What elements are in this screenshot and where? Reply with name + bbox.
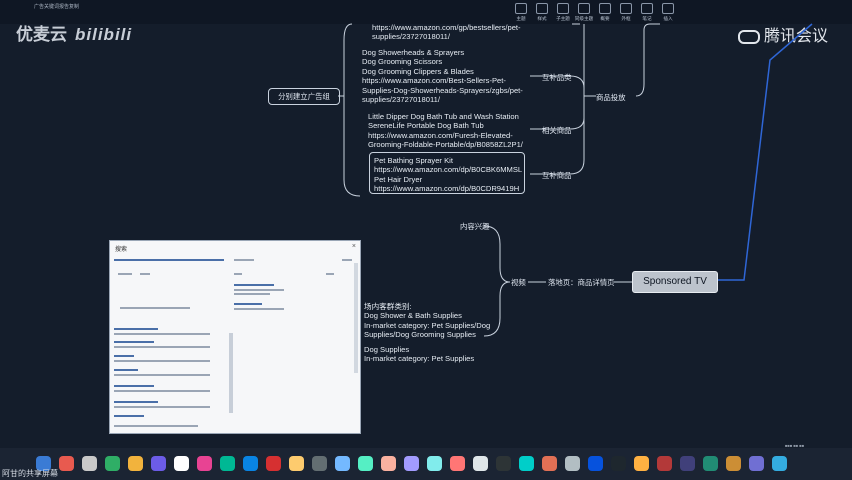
app-icon[interactable] xyxy=(151,456,166,471)
complement-products-block[interactable]: Pet Bathing Sprayer Kit https://www.amaz… xyxy=(369,152,525,194)
top-url-block: https://www.amazon.com/gp/bestsellers/pe… xyxy=(372,23,521,42)
app-icon[interactable] xyxy=(542,456,557,471)
note-icon xyxy=(641,3,653,14)
app-icon[interactable] xyxy=(105,456,120,471)
toolbar-sibling-button[interactable]: 同级主题 xyxy=(573,3,595,22)
app-icon[interactable] xyxy=(496,456,511,471)
toolbar-topic-button[interactable]: 主题 xyxy=(510,3,532,22)
video-node[interactable]: 视频 xyxy=(511,278,526,287)
product-placement-node[interactable]: 商品投放 xyxy=(596,93,626,102)
app-icon[interactable] xyxy=(289,456,304,471)
sponsored-tv-node[interactable]: Sponsored TV xyxy=(632,271,718,293)
app-icon[interactable] xyxy=(128,456,143,471)
app-icon[interactable] xyxy=(427,456,442,471)
topic-icon xyxy=(515,3,527,14)
app-icon[interactable] xyxy=(473,456,488,471)
app-icon[interactable] xyxy=(749,456,764,471)
tencent-meeting-watermark: 腾讯会议 xyxy=(738,22,828,46)
dialog-breadcrumb xyxy=(114,259,224,261)
toolbar-subtopic-button[interactable]: 子主题 xyxy=(552,3,574,22)
dialog-title: 搜索 xyxy=(115,247,128,253)
zoom-status: ■■■ ■■ ■■ xyxy=(785,443,805,448)
document-title: 广告关键词报告复制 xyxy=(34,4,80,10)
app-icon[interactable] xyxy=(36,456,51,471)
app-icon[interactable] xyxy=(588,456,603,471)
toolbar-boundary-button[interactable]: 外框 xyxy=(615,3,637,22)
dialog-scrollbar-right[interactable] xyxy=(354,263,358,373)
toolbar-note-button[interactable]: 笔记 xyxy=(636,3,658,22)
sibling-icon xyxy=(578,3,590,14)
bilibili-logo: bilibili xyxy=(75,25,133,44)
complement-category-label[interactable]: 互补品类 xyxy=(542,73,572,82)
toolbar-style-button[interactable]: 样式 xyxy=(531,3,553,22)
app-icon[interactable] xyxy=(680,456,695,471)
app-icon[interactable] xyxy=(82,456,97,471)
watermark-left: 优麦云 bilibili xyxy=(16,20,132,45)
screen-share-label: 阿甘的共享屏幕 xyxy=(2,469,58,478)
landing-page-node[interactable]: 落地页：商品详情页 xyxy=(548,278,615,287)
subtopic-icon xyxy=(557,3,569,14)
style-icon xyxy=(536,3,548,14)
boundary-icon xyxy=(620,3,632,14)
app-icon[interactable] xyxy=(703,456,718,471)
app-icon[interactable] xyxy=(404,456,419,471)
complement-products-label[interactable]: 互补商品 xyxy=(542,171,572,180)
app-icon[interactable] xyxy=(657,456,672,471)
app-icon[interactable] xyxy=(197,456,212,471)
app-icon[interactable] xyxy=(335,456,350,471)
app-icon[interactable] xyxy=(726,456,741,471)
insert-icon xyxy=(662,3,674,14)
app-icon[interactable] xyxy=(450,456,465,471)
app-icon[interactable] xyxy=(381,456,396,471)
brand-watermark: 优麦云 xyxy=(16,25,67,44)
complement-category-block[interactable]: Dog Showerheads & Sprayers Dog Grooming … xyxy=(362,48,523,105)
dog-supplies-block[interactable]: Dog Supplies In-market category: Pet Sup… xyxy=(364,345,475,364)
app-icon[interactable] xyxy=(634,456,649,471)
toolbar: 广告关键词报告复制 主题 样式 子主题 同级主题 概要 外框 笔记 插入 xyxy=(0,0,852,24)
close-icon[interactable]: × xyxy=(351,243,356,250)
ad-group-node[interactable]: 分别建立广告组 xyxy=(268,88,340,105)
search-dialog[interactable]: 搜索 × xyxy=(109,240,361,434)
tencent-meeting-icon xyxy=(738,29,760,44)
app-icon[interactable] xyxy=(174,456,189,471)
toolbar-insert-button[interactable]: 插入 xyxy=(657,3,679,22)
toolbar-summary-button[interactable]: 概要 xyxy=(594,3,616,22)
app-icon[interactable] xyxy=(565,456,580,471)
app-icon[interactable] xyxy=(358,456,373,471)
app-icon[interactable] xyxy=(312,456,327,471)
app-icon[interactable] xyxy=(59,456,74,471)
app-icon[interactable] xyxy=(772,456,787,471)
content-interest-node[interactable]: 内容兴趣 xyxy=(460,222,490,231)
app-icon[interactable] xyxy=(220,456,235,471)
app-icon[interactable] xyxy=(611,456,626,471)
app-icon[interactable] xyxy=(243,456,258,471)
app-icon[interactable] xyxy=(519,456,534,471)
summary-icon xyxy=(599,3,611,14)
in-market-block[interactable]: 场内客群类别: Dog Shower & Bath Supplies In-ma… xyxy=(364,302,491,340)
related-products-block[interactable]: Little Dipper Dog Bath Tub and Wash Stat… xyxy=(368,112,523,150)
dialog-scrollbar[interactable] xyxy=(229,333,233,413)
app-icon[interactable] xyxy=(266,456,281,471)
related-products-label[interactable]: 相关商品 xyxy=(542,126,572,135)
